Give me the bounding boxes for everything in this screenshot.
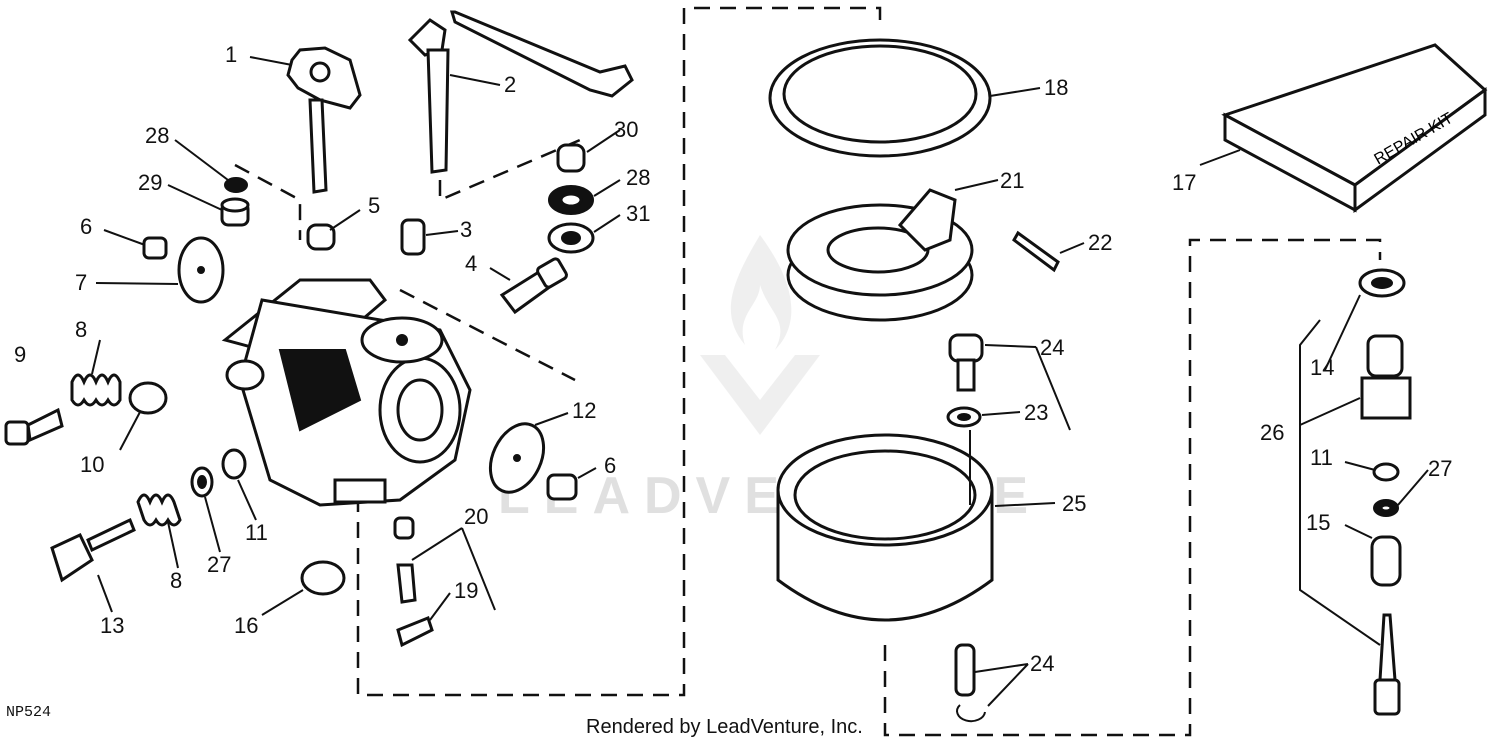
- callout-19: 19: [454, 578, 478, 603]
- main-group-bracket: [356, 6, 882, 697]
- drawing-code: NP524: [6, 704, 52, 721]
- part-6-plug-left: [142, 236, 168, 260]
- part-26-fitting: [1360, 334, 1412, 420]
- callout-21: 21: [1000, 168, 1024, 193]
- part-6-plug-right: [546, 473, 578, 501]
- part-30-spring: [556, 143, 586, 173]
- part-9-screw: [4, 407, 64, 446]
- part-24-clip-lower: [956, 704, 986, 723]
- render-credit: Rendered by LeadVenture, Inc.: [586, 716, 863, 738]
- part-22-float-pin: [1012, 230, 1060, 273]
- part-1-throttle-shaft: [286, 46, 362, 194]
- part-8-spring-lower: [136, 493, 182, 527]
- part-25-float-bowl: [776, 433, 994, 622]
- part-7-choke-plate: [177, 236, 225, 304]
- callout-12: 12: [572, 398, 596, 423]
- callout-6-left: 6: [80, 214, 92, 239]
- part-31-washer: [547, 222, 595, 254]
- part-5-spring: [306, 223, 336, 251]
- callout-27-left: 27: [207, 552, 231, 577]
- callout-24-lower: 24: [1030, 651, 1054, 676]
- callout-2: 2: [504, 72, 516, 97]
- callout-3: 3: [460, 217, 472, 242]
- part-12-throttle-plate: [488, 422, 546, 494]
- callout-4: 4: [465, 251, 477, 276]
- callout-10: 10: [80, 452, 104, 477]
- callout-29: 29: [138, 170, 162, 195]
- part-11-oring-left: [221, 448, 247, 480]
- part-main-needle: [1373, 613, 1401, 716]
- callout-17: 17: [1172, 170, 1196, 195]
- leader-lines: [91, 56, 1429, 707]
- part-29-bushing-left: [220, 197, 250, 227]
- callout-6-right: 6: [604, 453, 616, 478]
- callout-1: 1: [225, 42, 237, 67]
- part-27-washer-left: [190, 466, 214, 498]
- callout-14: 14: [1310, 355, 1334, 380]
- callout-23: 23: [1024, 400, 1048, 425]
- part-11-oring-right: [1372, 462, 1400, 482]
- callout-8-lower: 8: [170, 568, 182, 593]
- callout-11-left: 11: [245, 520, 268, 545]
- callout-27-right: 27: [1428, 456, 1452, 481]
- part-19-clip: [396, 616, 434, 648]
- part-24-bowl-screw: [948, 333, 984, 392]
- part-27-washer-right: [1373, 499, 1399, 517]
- part-24-spring-lower: [954, 643, 976, 697]
- part-10-welch-plug: [128, 381, 168, 415]
- callout-labels: 1 2 28 29 5 6 3 4 7 8 9 10 12 6 11 27 8 …: [14, 42, 1452, 676]
- part-4-main-jet: [499, 257, 568, 315]
- callout-26: 26: [1260, 420, 1284, 445]
- leadventure-watermark-logo: [690, 225, 830, 445]
- callout-15: 15: [1306, 510, 1330, 535]
- callout-5: 5: [368, 193, 380, 218]
- callout-30: 30: [614, 117, 638, 142]
- callout-20: 20: [464, 504, 488, 529]
- callout-16: 16: [234, 613, 258, 638]
- part-28-ring-right: [548, 185, 594, 215]
- callout-28-left: 28: [145, 123, 169, 148]
- part-16-welch-plug: [300, 560, 346, 596]
- callout-24-upper: 24: [1040, 335, 1064, 360]
- callout-11-right: 11: [1310, 445, 1333, 470]
- callout-7: 7: [75, 270, 87, 295]
- part-14-washer: [1358, 268, 1406, 298]
- callout-22: 22: [1088, 230, 1112, 255]
- callout-8-upper: 8: [75, 317, 87, 342]
- part-3-jet: [400, 218, 426, 256]
- seat-bracket: [399, 288, 576, 382]
- callout-28-right: 28: [626, 165, 650, 190]
- part-2-choke-lever: [407, 10, 634, 174]
- part-17-repair-kit: REPAIR KIT: [1221, 43, 1488, 213]
- shaft-bracket: [438, 138, 581, 202]
- callout-18: 18: [1044, 75, 1068, 100]
- part-20-inlet-needle: [393, 516, 417, 604]
- callout-31: 31: [626, 201, 650, 226]
- carburetor-body: [221, 278, 472, 507]
- part-13-idle-needle: [50, 517, 136, 583]
- part-15-spring: [1370, 535, 1402, 587]
- callout-13: 13: [100, 613, 124, 638]
- right-bracket-line: [1299, 319, 1381, 646]
- part-23-washer: [946, 406, 982, 428]
- part-21-float: [786, 188, 974, 322]
- part-28-ring-left: [224, 177, 248, 193]
- part-18-gasket: [768, 38, 992, 158]
- callout-9: 9: [14, 342, 26, 367]
- callout-25: 25: [1062, 491, 1086, 516]
- part-8-spring-upper: [70, 373, 122, 407]
